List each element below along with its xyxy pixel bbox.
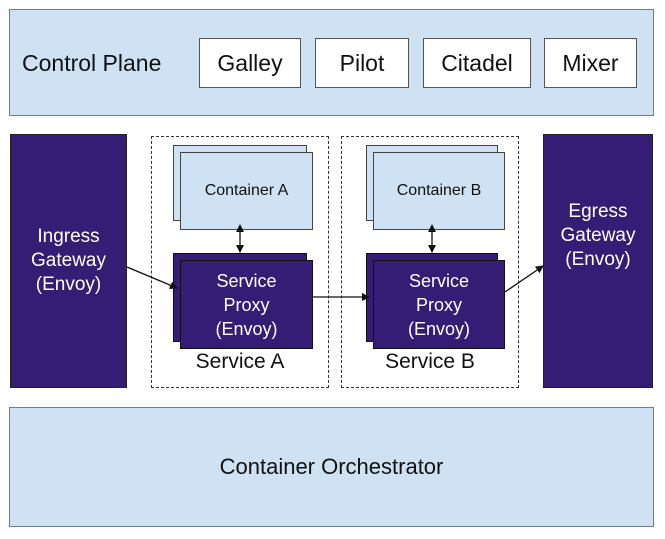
- proxy-b-line: (Envoy): [407, 318, 470, 339]
- arrow-ingress-to-proxy-a: [126, 266, 178, 289]
- egress-gateway: Egress Gateway (Envoy): [543, 134, 653, 388]
- proxy-a-line: Service: [216, 270, 277, 291]
- ingress-gateway-line: (Envoy): [35, 274, 102, 295]
- ingress-gateway-line: Ingress: [37, 226, 100, 247]
- ingress-gateway: Ingress Gateway (Envoy): [10, 134, 127, 388]
- egress-gateway-line: Egress: [568, 201, 628, 222]
- pilot-box: Pilot: [315, 38, 409, 88]
- galley-box: Galley: [199, 38, 301, 88]
- service-a-label: Service A: [195, 350, 285, 373]
- container-orchestrator: Container Orchestrator: [9, 407, 654, 527]
- service-a-proxy: Service Proxy (Envoy): [180, 260, 313, 349]
- proxy-b-line: Service: [408, 270, 470, 291]
- arrow-proxy-b-to-egress: [504, 265, 544, 293]
- egress-gateway-line: (Envoy): [565, 249, 631, 270]
- citadel-box: Citadel: [423, 38, 531, 88]
- control-plane-label: Control Plane: [22, 50, 162, 76]
- proxy-a-line: Proxy: [223, 294, 270, 315]
- container-b-box: Container B: [373, 152, 505, 230]
- service-b-label: Service B: [385, 350, 475, 373]
- service-b-proxy: Service Proxy (Envoy): [373, 260, 505, 349]
- container-a-box: Container A: [180, 152, 313, 230]
- ingress-gateway-line: Gateway: [31, 250, 106, 271]
- mixer-box: Mixer: [544, 38, 637, 88]
- proxy-a-line: (Envoy): [215, 318, 278, 339]
- proxy-b-line: Proxy: [415, 294, 462, 315]
- egress-gateway-line: Gateway: [560, 225, 636, 246]
